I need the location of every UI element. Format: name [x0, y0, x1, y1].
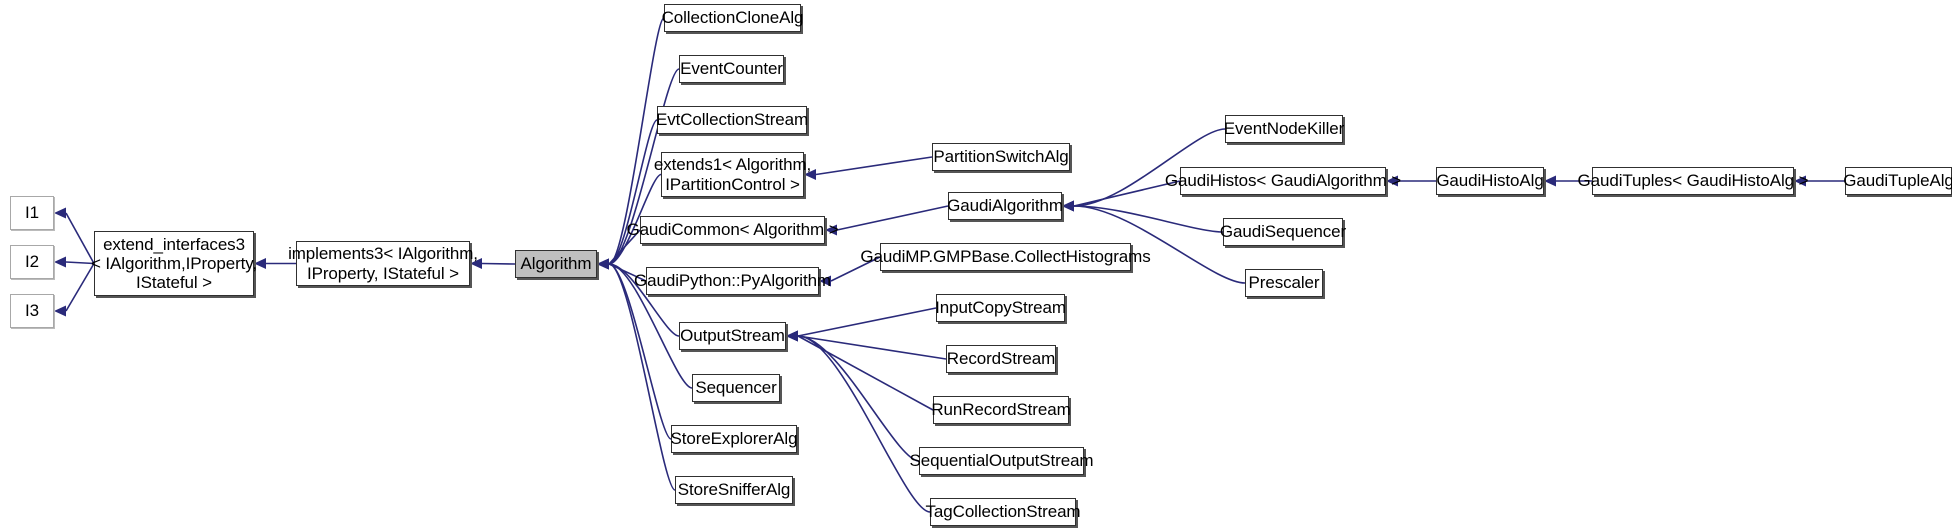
- class-node-EventCounter[interactable]: EventCounter: [679, 55, 784, 83]
- class-node-StoreSnifferAlg[interactable]: StoreSnifferAlg: [675, 476, 793, 504]
- class-node-SequentialOutputStream[interactable]: SequentialOutputStream: [910, 447, 1094, 475]
- arrowhead-extend3-to-I1: [54, 207, 66, 219]
- class-node-I3[interactable]: I3: [10, 294, 54, 328]
- class-node-CollectHistograms[interactable]: GaudiMP.GMPBase.CollectHistograms: [860, 243, 1151, 271]
- class-node-PartitionSwitchAlg[interactable]: PartitionSwitchAlg: [932, 143, 1070, 171]
- arrowhead-PyAlgorithm-to-Algorithm: [597, 258, 609, 270]
- edge-SequentialOutputStream-to-OutputStream: [797, 335, 920, 462]
- arrowhead-InputCopyStream-to-OutputStream: [786, 330, 798, 342]
- class-node-Prescaler[interactable]: Prescaler: [1245, 269, 1323, 297]
- arrowhead-extends1-to-Algorithm: [597, 258, 609, 270]
- class-node-EvtCollectionStream[interactable]: EvtCollectionStream: [656, 106, 808, 134]
- class-node-StoreExplorerAlg[interactable]: StoreExplorerAlg: [671, 425, 798, 453]
- arrowhead-StoreSnifferAlg-to-Algorithm: [597, 258, 609, 270]
- class-node-GaudiTupleAlg[interactable]: GaudiTupleAlg: [1843, 167, 1952, 195]
- class-node-extend3[interactable]: extend_interfaces3 < IAlgorithm,IPropert…: [91, 231, 257, 296]
- arrowhead-extend3-to-I2: [54, 256, 66, 268]
- arrowhead-Prescaler-to-GaudiAlgorithm: [1062, 200, 1074, 212]
- arrowhead-OutputStream-to-Algorithm: [597, 258, 609, 270]
- edge-GaudiAlgorithm-to-GaudiCommon: [836, 205, 949, 231]
- arrowhead-EventNodeKiller-to-GaudiAlgorithm: [1062, 200, 1074, 212]
- class-node-EventNodeKiller[interactable]: EventNodeKiller: [1224, 115, 1344, 143]
- class-node-GaudiSequencer[interactable]: GaudiSequencer: [1220, 218, 1346, 246]
- class-node-extends1[interactable]: extends1< Algorithm, IPartitionControl >: [654, 152, 811, 197]
- edge-TagCollectionStream-to-OutputStream: [797, 335, 931, 513]
- arrowhead-StoreExplorerAlg-to-Algorithm: [597, 258, 609, 270]
- edge-RunRecordStream-to-OutputStream: [797, 335, 934, 411]
- class-node-RunRecordStream[interactable]: RunRecordStream: [931, 396, 1071, 424]
- class-node-Algorithm[interactable]: Algorithm: [515, 250, 597, 278]
- class-node-RecordStream[interactable]: RecordStream: [946, 345, 1056, 373]
- edge-RecordStream-to-OutputStream: [797, 335, 947, 360]
- edge-StoreSnifferAlg-to-Algorithm: [608, 263, 676, 491]
- class-node-Sequencer[interactable]: Sequencer: [692, 374, 780, 402]
- arrowhead-extend3-to-I3: [54, 305, 66, 317]
- class-node-I2[interactable]: I2: [10, 245, 54, 279]
- arrowhead-RunRecordStream-to-OutputStream: [786, 330, 798, 342]
- class-node-GaudiHistoAlg[interactable]: GaudiHistoAlg: [1436, 167, 1544, 195]
- arrowhead-EvtCollectionStream-to-Algorithm: [597, 258, 609, 270]
- arrowhead-TagCollectionStream-to-OutputStream: [786, 330, 798, 342]
- arrowhead-SequentialOutputStream-to-OutputStream: [786, 330, 798, 342]
- class-node-CollectionCloneAlg[interactable]: CollectionCloneAlg: [662, 4, 804, 32]
- edge-GaudiSequencer-to-GaudiAlgorithm: [1073, 205, 1224, 233]
- edge-Algorithm-to-implements3: [481, 262, 516, 265]
- edge-extend3-to-I1: [65, 212, 95, 264]
- arrowhead-Sequencer-to-Algorithm: [597, 258, 609, 270]
- arrowhead-GaudiSequencer-to-GaudiAlgorithm: [1062, 200, 1074, 212]
- class-node-I1[interactable]: I1: [10, 196, 54, 230]
- edge-extend3-to-I2: [65, 261, 95, 265]
- class-node-InputCopyStream[interactable]: InputCopyStream: [935, 294, 1066, 322]
- class-node-GaudiTuples[interactable]: GaudiTuples< GaudiHistoAlg >: [1578, 167, 1809, 195]
- class-node-TagCollectionStream[interactable]: TagCollectionStream: [926, 498, 1081, 526]
- class-node-GaudiHistos[interactable]: GaudiHistos< GaudiAlgorithm >: [1165, 167, 1401, 195]
- arrowhead-GaudiTuples-to-GaudiHistoAlg: [1544, 175, 1556, 187]
- class-node-GaudiAlgorithm[interactable]: GaudiAlgorithm: [947, 192, 1063, 220]
- edge-extend3-to-I3: [65, 263, 95, 312]
- class-node-PyAlgorithm[interactable]: GaudiPython::PyAlgorithm: [634, 267, 831, 295]
- arrowhead-GaudiCommon-to-Algorithm: [597, 258, 609, 270]
- arrowhead-EventCounter-to-Algorithm: [597, 258, 609, 270]
- arrowhead-CollectionCloneAlg-to-Algorithm: [597, 258, 609, 270]
- edge-PartitionSwitchAlg-to-extends1: [815, 156, 933, 176]
- edge-InputCopyStream-to-OutputStream: [797, 307, 937, 337]
- class-node-implements3[interactable]: implements3< IAlgorithm, IProperty, ISta…: [288, 241, 478, 286]
- arrowhead-GaudiHistos-to-GaudiAlgorithm: [1062, 200, 1074, 212]
- class-node-OutputStream[interactable]: OutputStream: [679, 322, 786, 350]
- arrowhead-RecordStream-to-OutputStream: [786, 330, 798, 342]
- class-node-GaudiCommon[interactable]: GaudiCommon< Algorithm >: [626, 216, 839, 244]
